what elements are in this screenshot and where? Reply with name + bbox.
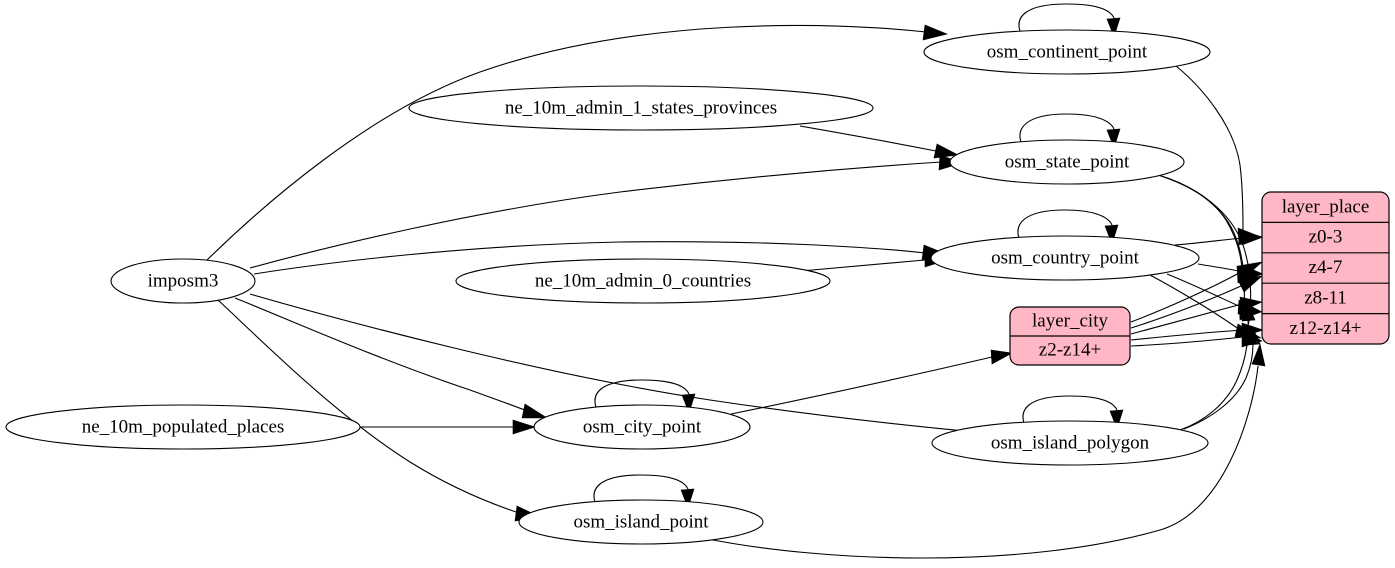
record-row-layer-place-z0-3[interactable]: z0-3 (1309, 226, 1343, 247)
edge-layer-city-to-layer-place-z8-11 (1130, 296, 1263, 335)
record-row-layer-place-z8-11[interactable]: z8-11 (1304, 287, 1347, 308)
record-row-layer-place-header: layer_place (1282, 196, 1370, 217)
record-row-layer-place-z12-z14[interactable]: z12-z14+ (1290, 318, 1362, 339)
edge-layer-city-extra-to-layer-place (1130, 336, 1244, 347)
node-label-ne-10m-populated-places: ne_10m_populated_places (82, 416, 285, 437)
node-label-osm-continent-point: osm_continent_point (987, 41, 1148, 62)
record-node-layer: layer_place z0-3 z4-7 z8-11 z12-z14+ lay… (1009, 191, 1390, 366)
edge-self-loop-osm-island-polygon (1022, 395, 1124, 430)
record-node-layer-city[interactable]: layer_city z2-z14+ (1009, 306, 1131, 366)
edge-ne-admin1-to-osm-state-point (799, 125, 959, 159)
node-label-osm-city-point: osm_city_point (583, 416, 702, 437)
node-osm-country-point[interactable]: osm_country_point (930, 235, 1200, 281)
edge-self-loop-osm-island-point (593, 474, 695, 509)
node-label-osm-state-point: osm_state_point (1005, 151, 1130, 172)
edge-imposm3-to-osm-city-point (234, 297, 549, 419)
edge-ne-populated-to-osm-city-point (361, 419, 536, 435)
edge-imposm3-to-osm-state-point (249, 154, 963, 269)
edge-osm-island-polygon-to-layer-place-z12 (1183, 325, 1261, 430)
record-row-layer-place-z4-7[interactable]: z4-7 (1309, 257, 1343, 278)
edge-imposm3-to-osm-continent-point (204, 24, 948, 263)
edge-osm-country-point-to-layer-place-z0-3 (1174, 230, 1264, 246)
node-label-ne-10m-admin-0-countries: ne_10m_admin_0_countries (535, 270, 751, 291)
node-osm-state-point[interactable]: osm_state_point (949, 139, 1185, 185)
edge-ne-admin0-to-osm-country-point (800, 252, 948, 272)
node-ne-10m-admin-0-countries[interactable]: ne_10m_admin_0_countries (455, 258, 831, 304)
node-label-imposm3: imposm3 (148, 270, 219, 291)
edge-osm-city-point-to-layer-city (730, 349, 1013, 415)
edge-osm-island-polygon-to-layer-place-z8-11 (1179, 300, 1256, 431)
node-label-osm-island-polygon: osm_island_polygon (991, 432, 1150, 453)
record-node-layer-place[interactable]: layer_place z0-3 z4-7 z8-11 z12-z14+ (1261, 191, 1390, 345)
edge-layer-city-to-layer-place-z12 (1130, 322, 1264, 341)
edge-self-loop-osm-city-point (594, 379, 696, 414)
node-osm-island-polygon[interactable]: osm_island_polygon (931, 420, 1209, 466)
node-label-osm-country-point: osm_country_point (991, 247, 1139, 268)
node-imposm3[interactable]: imposm3 (110, 258, 256, 304)
edge-layer-city-to-layer-place-z0-3 (1130, 261, 1263, 323)
node-osm-continent-point[interactable]: osm_continent_point (923, 29, 1211, 75)
edge-self-loop-osm-state-point (1019, 113, 1121, 149)
edge-layer-city-to-layer-place-z4-7 (1130, 275, 1263, 329)
node-ne-10m-admin-1-states-provinces[interactable]: ne_10m_admin_1_states_provinces (408, 85, 874, 131)
node-label-osm-island-point: osm_island_point (573, 511, 709, 532)
node-layer: imposm3 ne_10m_admin_1_states_provinces … (5, 29, 1211, 545)
edge-self-loop-osm-country-point (1017, 209, 1119, 245)
edge-osm-island-point-to-layer-place-z12 (702, 342, 1266, 559)
node-osm-island-point[interactable]: osm_island_point (518, 499, 764, 545)
node-osm-city-point[interactable]: osm_city_point (533, 404, 751, 450)
record-row-layer-city-header: layer_city (1032, 310, 1108, 331)
node-label-ne-10m-admin-1-states-provinces: ne_10m_admin_1_states_provinces (505, 97, 777, 118)
record-row-layer-city-z2-z14[interactable]: z2-z14+ (1039, 339, 1101, 360)
node-ne-10m-populated-places[interactable]: ne_10m_populated_places (5, 404, 361, 450)
edge-osm-continent-point-to-layer-place-z0-3 (1175, 65, 1262, 246)
edge-self-loop-osm-continent-point (1018, 3, 1121, 38)
